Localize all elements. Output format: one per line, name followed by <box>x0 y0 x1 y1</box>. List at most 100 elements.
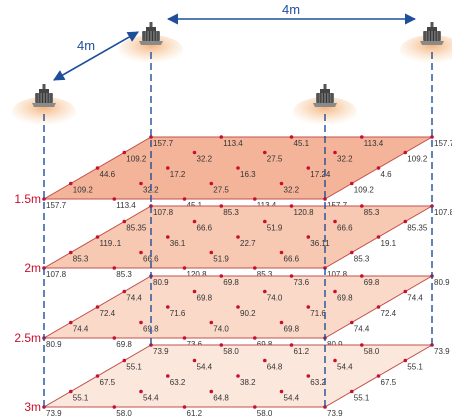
highbay-lamp-icon <box>420 22 444 45</box>
measurement-point <box>360 135 364 139</box>
measurement-value: 58.0 <box>223 347 239 356</box>
measurement-value: 58.0 <box>257 409 273 418</box>
measurement-point <box>139 181 143 186</box>
measurement-value: 54.4 <box>197 363 213 372</box>
measurement-point <box>279 250 284 255</box>
measurement-value: 119..1 <box>100 239 122 248</box>
measurement-point <box>360 343 364 347</box>
measurement-value: 66.6 <box>143 255 159 264</box>
measurement-value: 71.6 <box>170 309 186 318</box>
measurement-point <box>253 197 257 201</box>
measurement-value: 107.8 <box>153 208 174 217</box>
measurement-point <box>306 374 311 378</box>
measurement-point <box>166 166 170 170</box>
highbay-lamp-icon <box>139 22 163 45</box>
measurement-value: 85.3 <box>223 208 239 217</box>
measurement-value: 80.9 <box>153 278 169 287</box>
measurement-point <box>182 197 187 201</box>
measurement-point <box>279 320 284 325</box>
height-label: 2.5m <box>14 331 41 345</box>
dimension-arrow-left <box>53 31 139 81</box>
measurement-value: 51.9 <box>213 255 229 264</box>
measurement-value: 157.7 <box>434 139 452 148</box>
measurement-value: 69.8 <box>223 278 239 287</box>
measurement-point <box>360 204 364 208</box>
measurement-point <box>289 274 294 278</box>
measurement-point <box>192 289 197 294</box>
measurement-value: 16.3 <box>240 170 256 179</box>
measurement-value: 69.8 <box>284 325 300 334</box>
measurement-point <box>289 135 294 139</box>
measurement-value: 109.2 <box>126 155 147 164</box>
measurement-point <box>253 336 257 340</box>
measurement-value: 80.9 <box>46 340 62 349</box>
measurement-value: 74.4 <box>73 325 89 334</box>
measurement-point <box>350 389 354 394</box>
measurement-point <box>333 150 337 155</box>
measurement-point <box>350 181 354 186</box>
measurement-point <box>95 305 100 309</box>
highbay-lamp-icon <box>32 84 56 107</box>
dimension-label-back: 4m <box>282 2 300 17</box>
measurement-value: 22.7 <box>240 239 256 248</box>
measurement-value: 73.6 <box>294 278 310 287</box>
measurement-value: 58.0 <box>364 347 380 356</box>
measurement-point <box>306 305 311 309</box>
measurement-value: 38.2 <box>240 378 256 387</box>
measurement-point <box>209 320 214 325</box>
measurement-point <box>236 235 240 239</box>
measurement-value: 55.1 <box>354 394 370 403</box>
measurement-point <box>122 219 127 224</box>
measurement-value: 85.3 <box>73 255 89 264</box>
measurement-value: 73.9 <box>153 347 169 356</box>
measurement-point <box>166 305 170 309</box>
measurement-point <box>192 150 197 155</box>
measurement-point <box>112 197 117 201</box>
measurement-value: 74.4 <box>407 294 423 303</box>
measurement-value: 67.5 <box>100 378 116 387</box>
measurement-value: 61.2 <box>187 409 203 418</box>
highbay-lamp-icon <box>313 84 337 107</box>
measurement-point <box>403 358 408 363</box>
measurement-point <box>376 166 381 170</box>
measurement-point <box>122 358 127 363</box>
measurement-value: 54.4 <box>337 363 353 372</box>
measurement-value: 85.3 <box>364 208 380 217</box>
measurement-point <box>95 166 100 170</box>
measurement-value: 72.4 <box>100 309 116 318</box>
lamps <box>32 22 444 107</box>
measurement-value: 157.7 <box>153 139 174 148</box>
measurement-value: 67.5 <box>381 378 397 387</box>
measurement-point <box>376 235 381 239</box>
measurement-value: 120.8 <box>294 208 315 217</box>
measurement-value: 74.4 <box>126 294 142 303</box>
measurement-point <box>182 405 187 409</box>
measurement-value: 27.5 <box>267 155 283 164</box>
measurement-value: 69.8 <box>364 278 380 287</box>
measurement-point <box>306 166 311 170</box>
measurement-value: 85.3 <box>116 270 132 279</box>
measurement-value: 74.4 <box>354 325 370 334</box>
measurement-point <box>69 320 73 325</box>
measurement-point <box>69 250 73 255</box>
measurement-value: 113.4 <box>364 139 384 148</box>
height-label: 2m <box>24 261 41 275</box>
measurement-point <box>263 289 267 294</box>
measurement-value: 74.0 <box>267 294 283 303</box>
measurement-value: 64.8 <box>213 394 229 403</box>
measurement-value: 74.0 <box>213 325 229 334</box>
lamp-glow <box>293 97 357 127</box>
measurement-point <box>112 405 117 409</box>
measurement-point <box>209 389 214 394</box>
measurement-point <box>403 150 408 155</box>
height-label: 3m <box>24 400 41 414</box>
measurement-value: 36.11 <box>310 239 330 248</box>
measurement-value: 90.2 <box>240 309 256 318</box>
measurement-point <box>323 197 327 201</box>
measurement-point <box>42 197 46 201</box>
measurement-point <box>236 166 240 170</box>
measurement-point <box>166 235 170 239</box>
measurement-point <box>219 204 224 208</box>
